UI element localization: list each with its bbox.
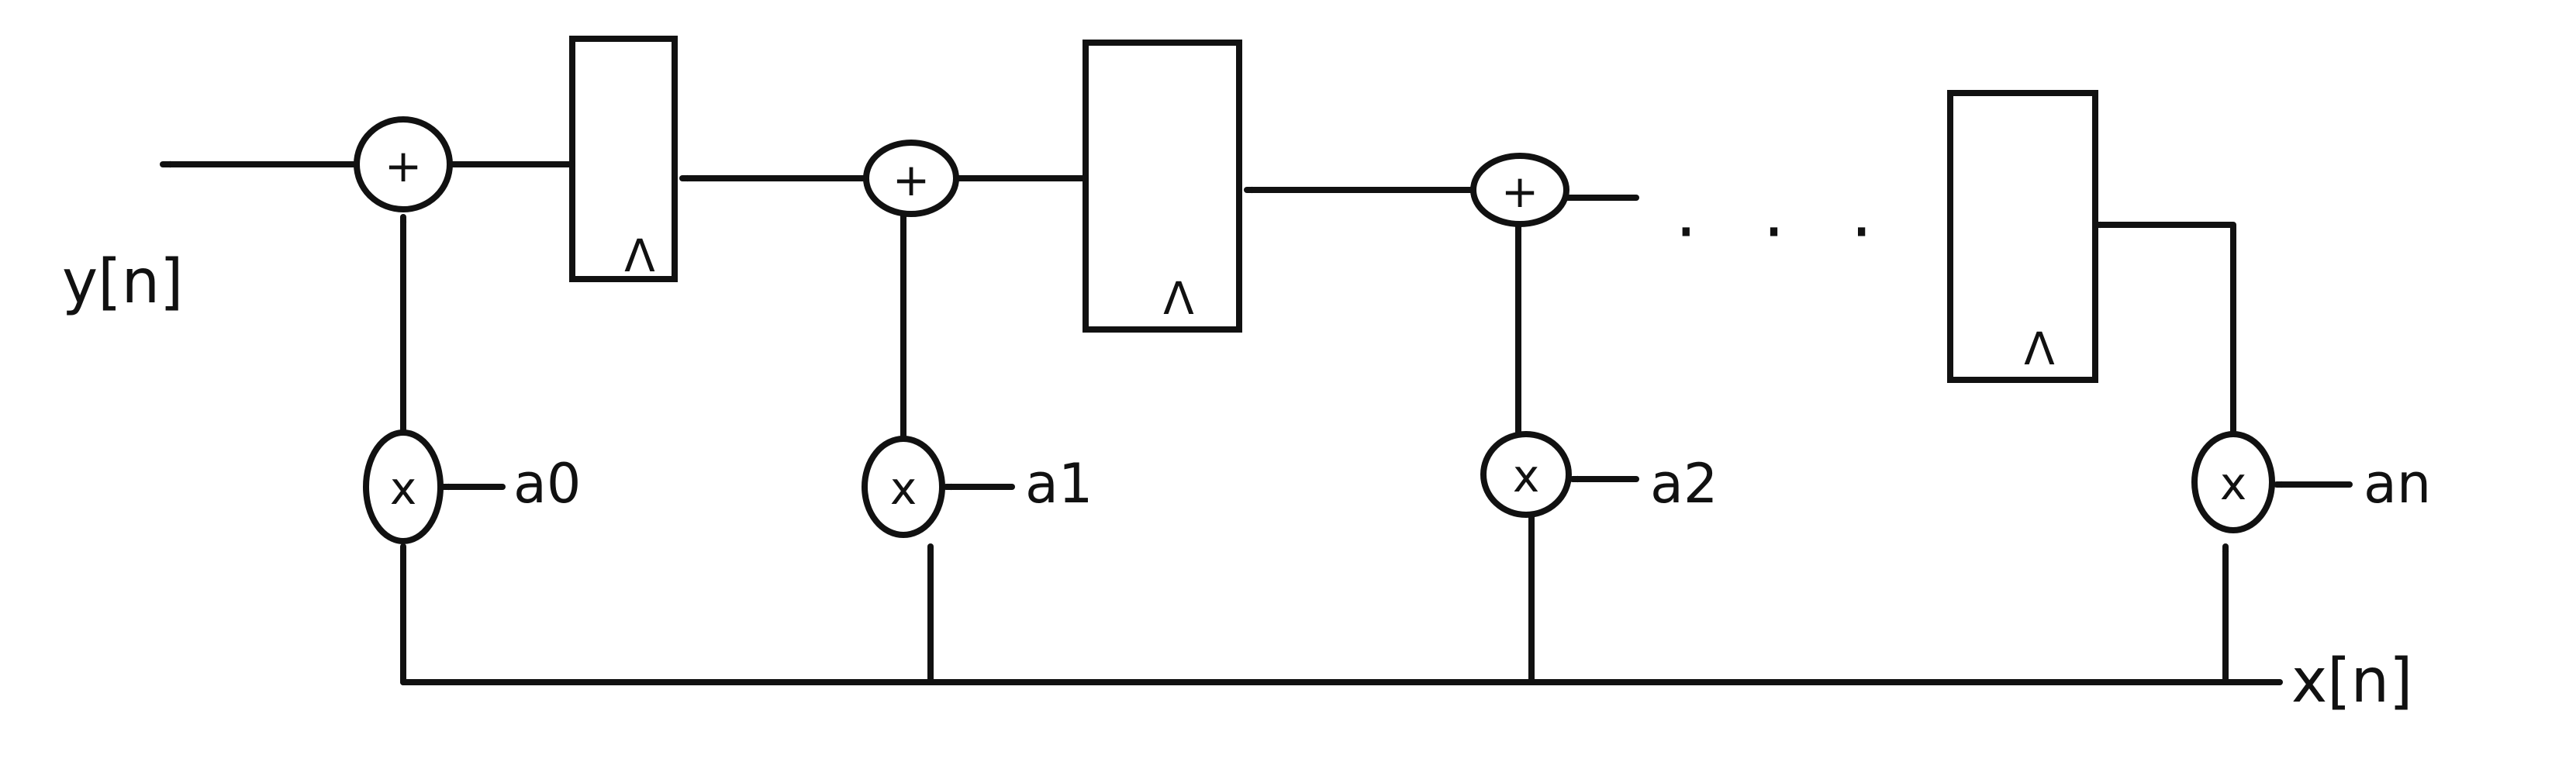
- coefficient-label-n: an: [2364, 452, 2431, 516]
- clock-mark: Λ: [624, 229, 655, 282]
- clock-mark: Λ: [2024, 322, 2055, 375]
- multiplier-symbol: x: [2220, 457, 2246, 510]
- multiplier-symbol: x: [390, 462, 416, 515]
- multiplier-1: x: [862, 436, 945, 538]
- mult-n-to-register: [2092, 225, 2236, 437]
- register-box: [1947, 90, 2098, 383]
- adder-1: +: [863, 140, 959, 217]
- delay-register-n: Λ: [1947, 90, 2098, 383]
- coefficient-label-1: a1: [1025, 452, 1093, 516]
- register-box: [569, 36, 678, 282]
- multiplier-n: x: [2191, 431, 2275, 533]
- adder-symbol: +: [1501, 165, 1539, 218]
- adder-symbol: +: [893, 153, 931, 206]
- multiplier-symbol: x: [890, 462, 917, 515]
- input-bus: [400, 512, 2283, 685]
- clock-mark: Λ: [1163, 272, 1194, 325]
- delay-register-1: Λ: [569, 36, 678, 282]
- multiplier-0: x: [363, 429, 444, 544]
- coefficient-label-2: a2: [1650, 452, 1718, 516]
- multiplier-symbol: x: [1513, 450, 1539, 502]
- coefficient-label-0: a0: [513, 452, 581, 516]
- adder-symbol: +: [385, 140, 423, 192]
- delay-register-2: Λ: [1083, 40, 1242, 333]
- input-label: x[n]: [2291, 647, 2412, 716]
- multiplier-circle: [1480, 431, 1572, 518]
- multiplier-2: x: [1480, 431, 1572, 518]
- adder-2: +: [1470, 153, 1569, 227]
- adder-0: +: [354, 116, 453, 212]
- output-label: y[n]: [62, 247, 183, 317]
- ellipsis: · · ·: [1675, 191, 1894, 273]
- register-box: [1083, 40, 1242, 333]
